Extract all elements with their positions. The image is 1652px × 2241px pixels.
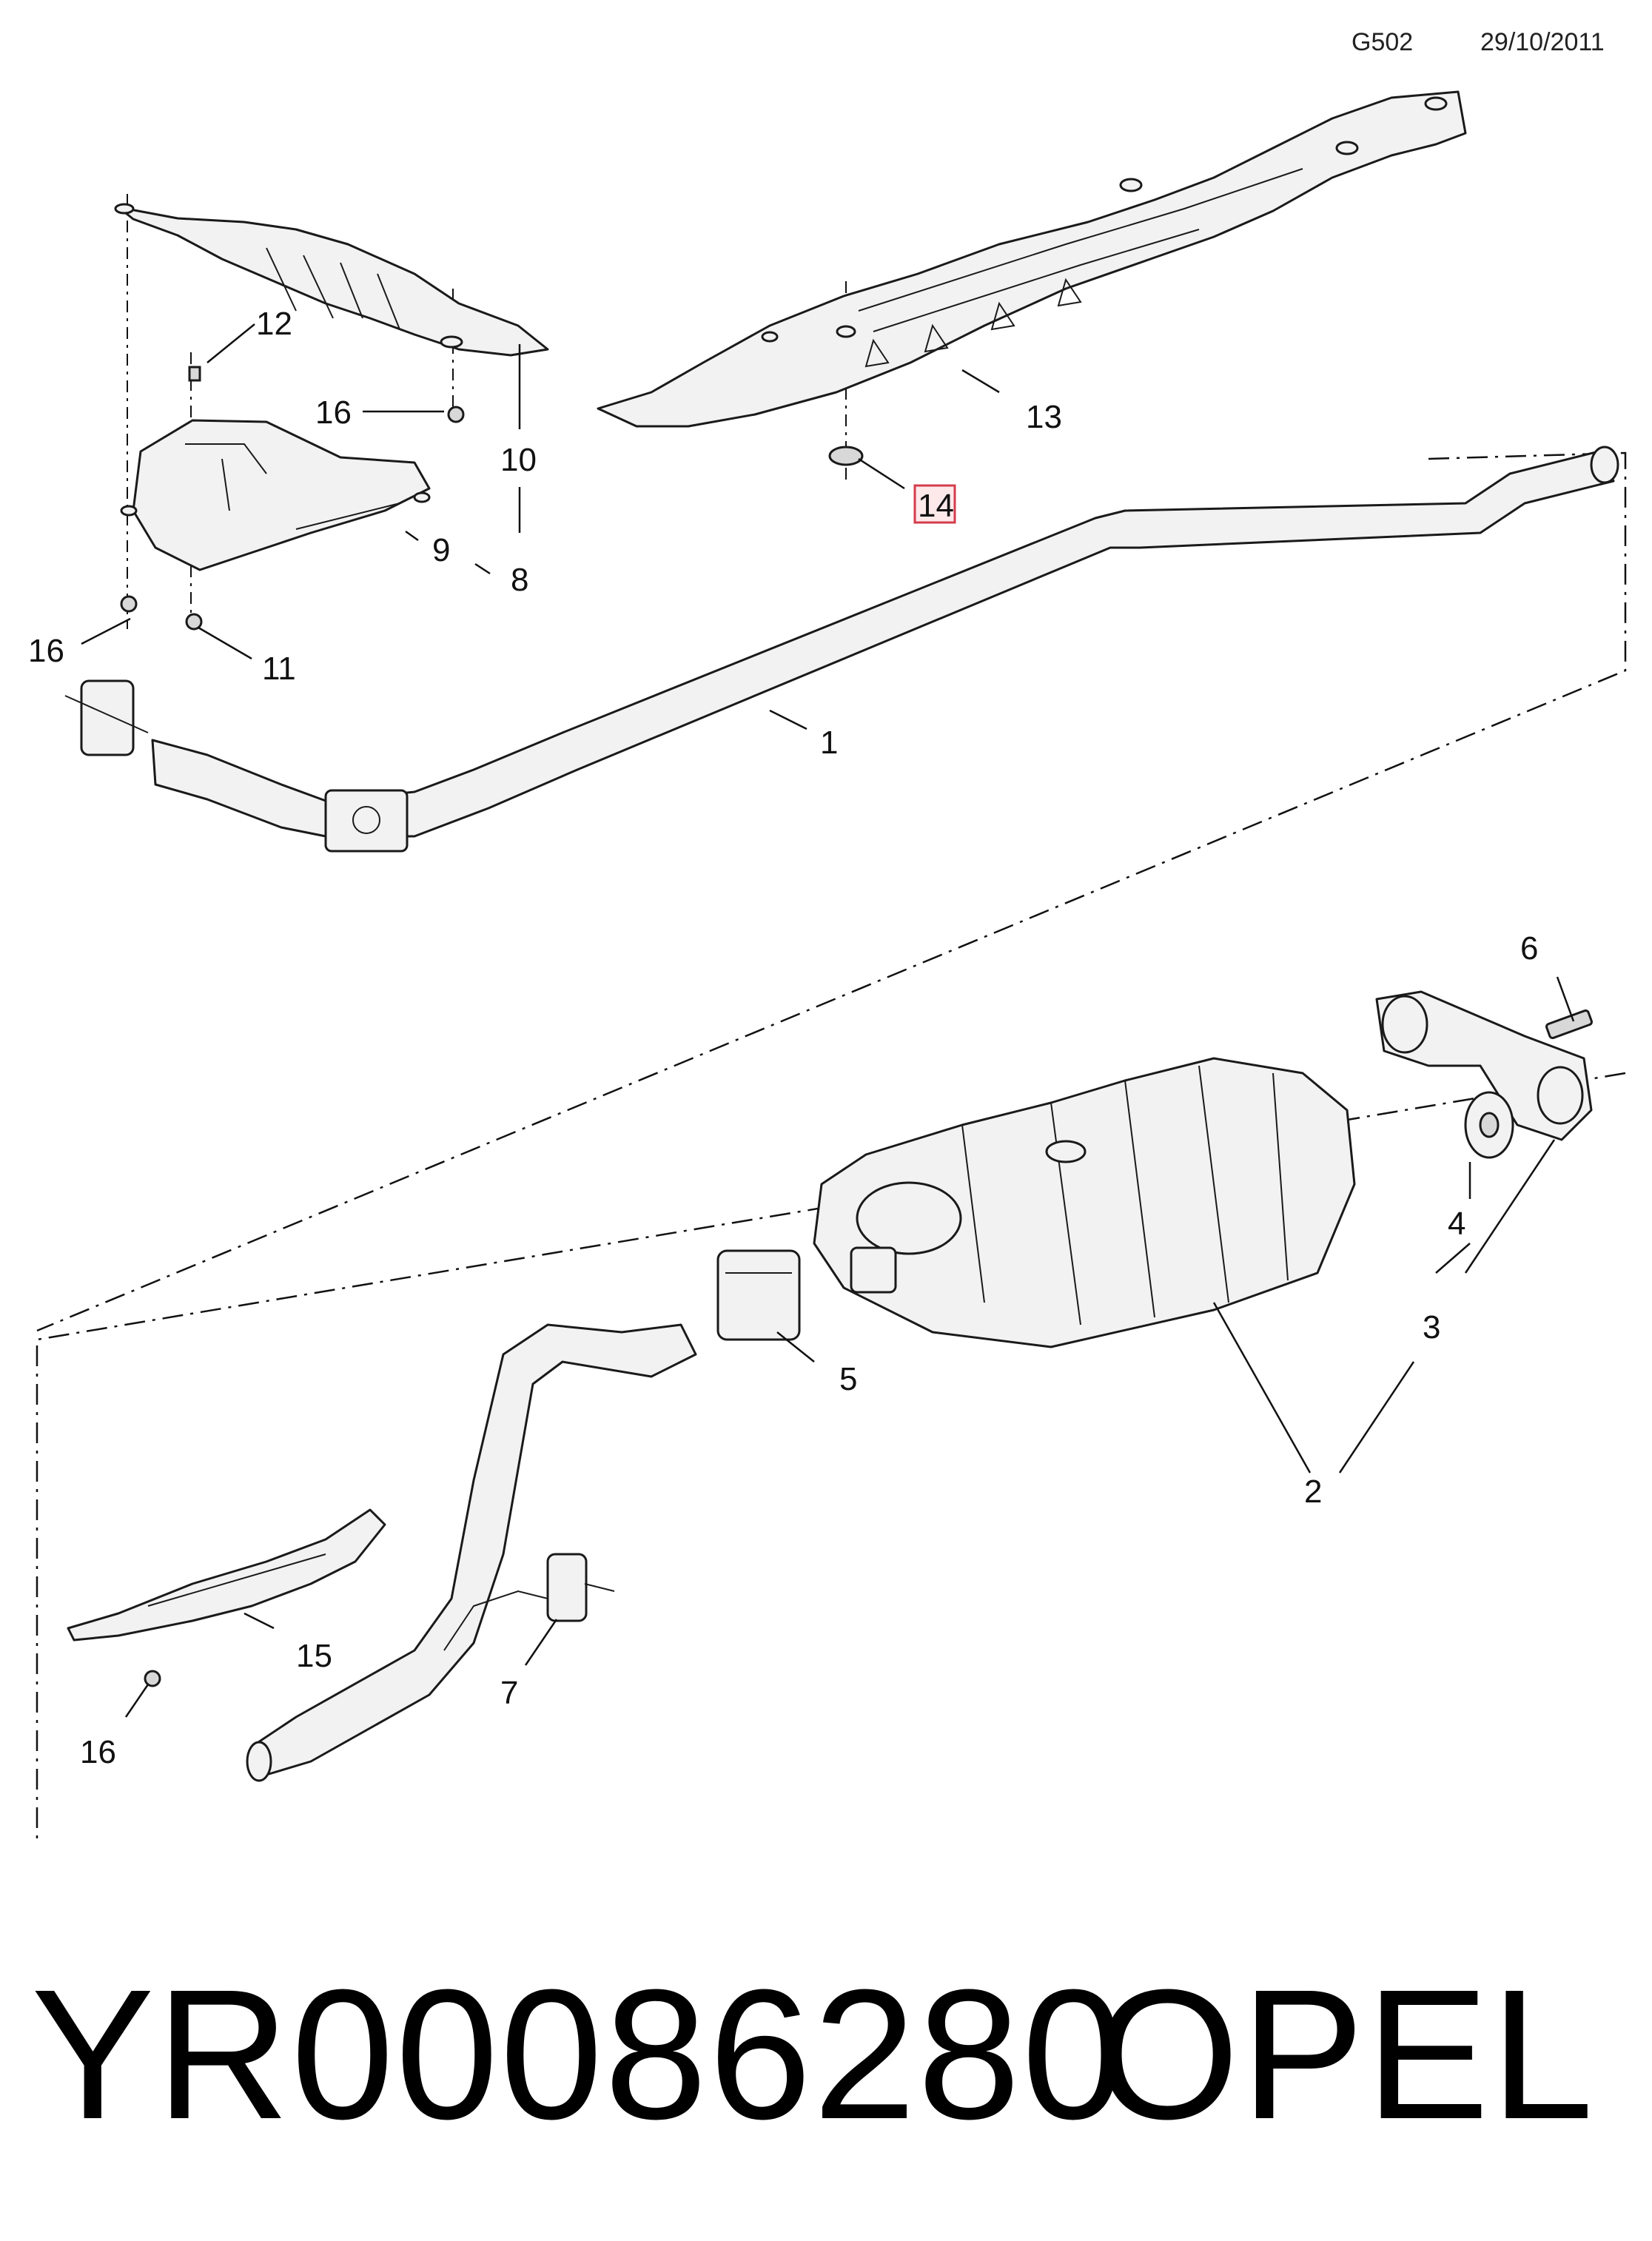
clamp-5 xyxy=(716,1249,801,1341)
heat-shield-10 xyxy=(114,203,549,357)
fastener-16-lower xyxy=(144,1670,161,1687)
brand-name: OPEL xyxy=(1095,1951,1595,2157)
bracket-6 xyxy=(1375,990,1593,1141)
callout-11: 11 xyxy=(262,651,296,687)
heat-shield-15 xyxy=(67,1508,386,1642)
bolt-6 xyxy=(1545,1009,1593,1040)
callout-15: 15 xyxy=(296,1638,332,1674)
part-number: YR00086280 xyxy=(31,1951,1126,2157)
callout-2: 2 xyxy=(1304,1474,1322,1510)
callout-5: 5 xyxy=(839,1361,857,1397)
callout-10: 10 xyxy=(500,442,537,478)
callout-9: 9 xyxy=(432,532,450,568)
fastener-16-left xyxy=(120,595,138,613)
callout-6: 6 xyxy=(1520,930,1538,967)
fastener-11 xyxy=(185,613,203,631)
rubber-mount-4 xyxy=(1464,1091,1514,1159)
boundary-lower xyxy=(36,1072,1626,1838)
front-pipe-1 xyxy=(151,446,1619,853)
header-code: G502 xyxy=(1352,28,1413,56)
callout-12: 12 xyxy=(256,306,292,342)
callout-8: 8 xyxy=(511,562,528,598)
callout-16-lower: 16 xyxy=(80,1734,116,1770)
callout-14: 14 xyxy=(918,488,954,524)
callout-14-highlight xyxy=(913,484,956,524)
leader-lines xyxy=(81,323,1575,1718)
heat-shield-13 xyxy=(597,90,1467,428)
boundary-upper xyxy=(36,451,1627,1332)
rear-muffler-2 xyxy=(813,1057,1356,1348)
callout-3: 3 xyxy=(1423,1309,1440,1345)
fastener-12 xyxy=(188,366,201,382)
intermediate-pipe xyxy=(246,1323,697,1782)
callout-13: 13 xyxy=(1026,399,1062,435)
fastener-14 xyxy=(828,446,864,466)
callout-16-upper: 16 xyxy=(315,394,352,431)
clamp-front xyxy=(64,679,149,756)
hanger-7 xyxy=(443,1553,615,1651)
header-date: 29/10/2011 xyxy=(1480,28,1605,56)
callout-4: 4 xyxy=(1448,1206,1465,1242)
heat-shield-9 xyxy=(120,419,431,571)
callout-7: 7 xyxy=(500,1675,518,1711)
callout-16-left: 16 xyxy=(28,633,64,669)
fastener-16-upper xyxy=(447,406,465,423)
callout-1: 1 xyxy=(820,725,838,761)
